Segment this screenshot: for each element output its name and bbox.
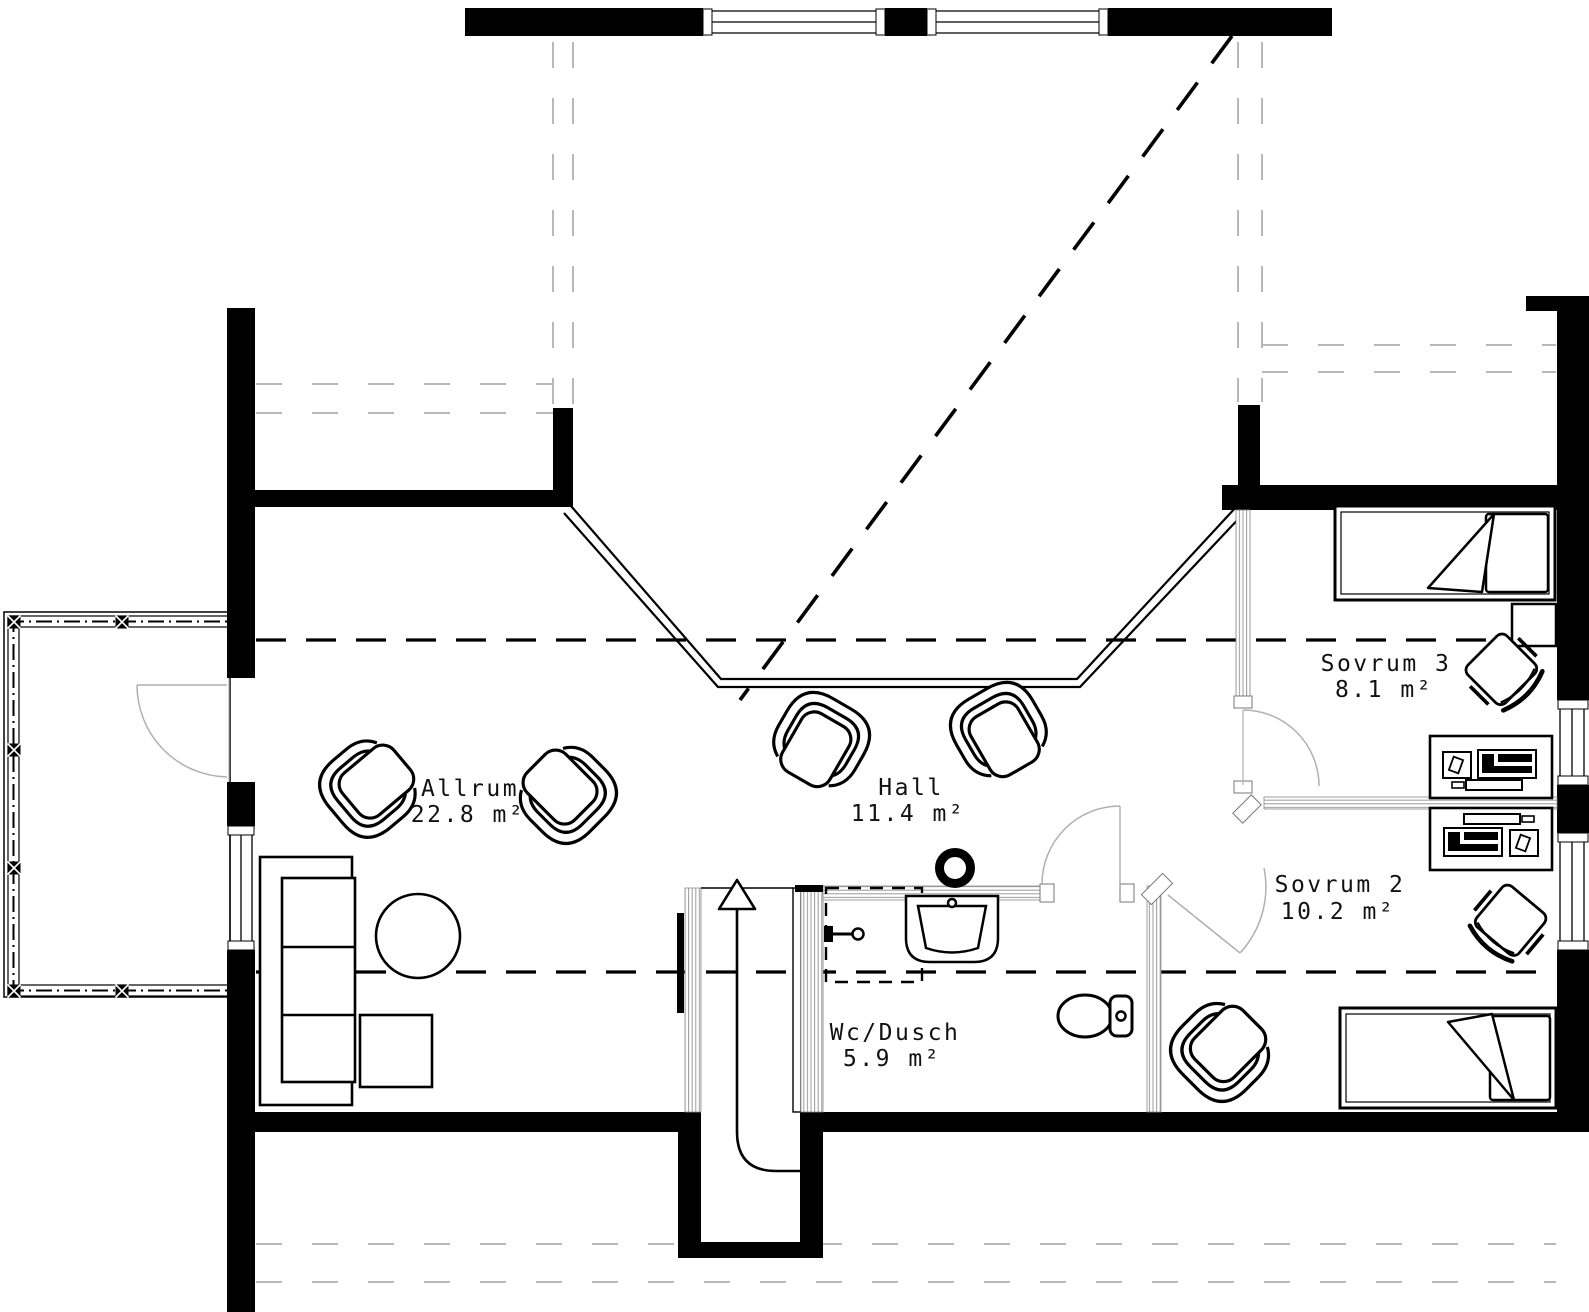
ceiling-height-dashed-lines [256, 638, 1556, 974]
blanket [1426, 512, 1496, 594]
exterior-walls [227, 8, 1589, 1312]
stair-left-wall [684, 887, 702, 1113]
bathroom-door [1041, 805, 1121, 885]
desk [1428, 734, 1554, 800]
desk [1428, 806, 1554, 872]
sovrum23-wall [1263, 796, 1558, 810]
pillow [1484, 512, 1550, 594]
stair-handrail [677, 913, 684, 1013]
sovrum2-door [1167, 867, 1267, 954]
windows [227, 8, 1589, 951]
doors [136, 678, 1320, 954]
sofa [258, 855, 434, 1107]
stair-top-block [795, 885, 823, 892]
room-name: Sovrum 2 [1275, 872, 1406, 898]
stair-up-arrow-icon [717, 878, 816, 1173]
room-name: Sovrum 3 [1321, 651, 1452, 677]
balcony-railing-centerline [8, 616, 228, 996]
sovrum3-door [1242, 709, 1320, 787]
sink-icon [904, 894, 1000, 964]
room-area: 22.8 m² [411, 802, 525, 828]
partition-walls [684, 509, 1558, 1113]
armchair [1156, 986, 1286, 1116]
room-area: 10.2 m² [1281, 899, 1395, 925]
chimney-ring [935, 848, 975, 888]
bath-right-wall [1146, 885, 1162, 1113]
room-label-allrum: Allrum 22.8 m² [411, 776, 525, 828]
bath-left-wall [800, 887, 824, 1113]
desk-chair [1461, 878, 1553, 970]
void-railing [563, 505, 1245, 689]
room-name: Hall [878, 775, 943, 801]
armchair [938, 670, 1061, 792]
armchair [503, 730, 630, 857]
furniture [258, 504, 1558, 1116]
sovrum3-wall [1235, 509, 1251, 699]
room-name: Allrum [421, 776, 519, 802]
room-area: 8.1 m² [1335, 677, 1433, 703]
blanket [1446, 1012, 1516, 1102]
keyboard-icon [1463, 813, 1521, 825]
armchair [306, 724, 433, 851]
room-name: Wc/Dusch [830, 1020, 961, 1046]
room-label-hall: Hall 11.4 m² [851, 775, 965, 827]
window-right-1 [1557, 699, 1589, 786]
balcony [3, 611, 231, 999]
room-labels: Allrum 22.8 m² Hall 11.4 m² Sovrum 3 8.1… [411, 651, 1452, 1072]
stair-stringer [792, 887, 802, 1113]
shower-mixer-icon [851, 927, 865, 941]
keyboard-icon [1465, 779, 1523, 791]
window-top-2 [926, 8, 1109, 36]
roof-overhang-lines [256, 42, 1556, 1283]
staircase [677, 878, 816, 1173]
window-left [227, 825, 255, 951]
window-right-2 [1557, 832, 1589, 951]
room-area: 11.4 m² [851, 801, 965, 827]
window-top-1 [702, 8, 886, 36]
toilet-icon [1056, 993, 1134, 1039]
bed [1338, 1006, 1558, 1110]
roof-diagonal-dashed-line [738, 34, 1234, 702]
balcony-door [136, 678, 230, 782]
room-label-wc-dusch: Wc/Dusch 5.9 m² [830, 1020, 961, 1072]
room-label-sovrum2: Sovrum 2 10.2 m² [1275, 872, 1406, 925]
balcony-slab [3, 611, 231, 998]
door-jambs [1039, 695, 1262, 906]
bed [1333, 504, 1557, 602]
stairwell-lower-box [678, 1130, 823, 1258]
room-label-sovrum3: Sovrum 3 8.1 m² [1321, 651, 1452, 703]
coffee-table [374, 892, 462, 980]
room-area: 5.9 m² [843, 1046, 941, 1072]
armchair [759, 680, 882, 802]
